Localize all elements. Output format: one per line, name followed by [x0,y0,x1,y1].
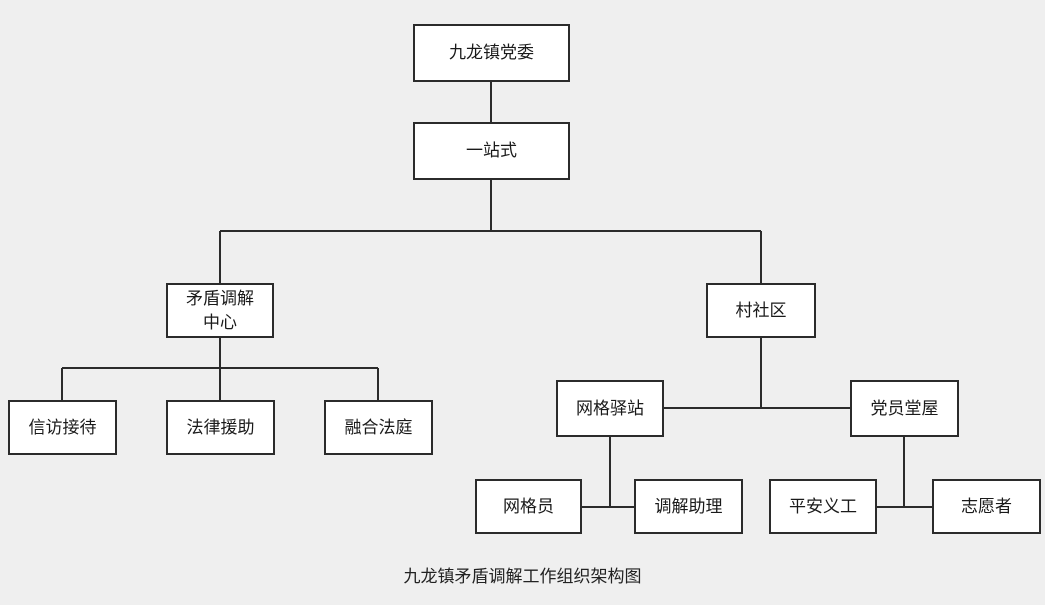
node-label: 矛盾调解 中心 [186,288,254,333]
node-label: 信访接待 [28,417,97,438]
node-grid-station: 网格驿站 [556,380,664,437]
node-label: 党员堂屋 [870,398,939,419]
diagram-caption: 九龙镇矛盾调解工作组织架构图 [403,567,642,587]
node-volunteer: 志愿者 [932,479,1041,534]
node-mediation-assistant: 调解助理 [634,479,743,534]
node-label: 志愿者 [961,496,1012,517]
node-label: 一站式 [466,141,517,161]
node-village-community: 村社区 [706,283,816,338]
node-label: 网格员 [503,496,554,517]
node-integrated-court: 融合法庭 [324,400,433,455]
node-party-committee: 九龙镇党委 [413,24,570,82]
node-legal-aid: 法律援助 [166,400,275,455]
node-label: 平安义工 [789,496,857,517]
node-one-stop: 一站式 [413,122,570,180]
node-label: 村社区 [735,300,787,321]
node-label: 融合法庭 [344,417,413,438]
node-label: 法律援助 [186,417,255,438]
node-label: 调解助理 [654,496,723,517]
node-peace-volunteer: 平安义工 [769,479,877,534]
node-grid-member: 网格员 [475,479,582,534]
node-mediation-center: 矛盾调解 中心 [166,283,274,338]
node-petition-reception: 信访接待 [8,400,117,455]
node-label: 网格驿站 [576,398,644,419]
node-label: 九龙镇党委 [449,43,534,63]
node-party-house: 党员堂屋 [850,380,959,437]
